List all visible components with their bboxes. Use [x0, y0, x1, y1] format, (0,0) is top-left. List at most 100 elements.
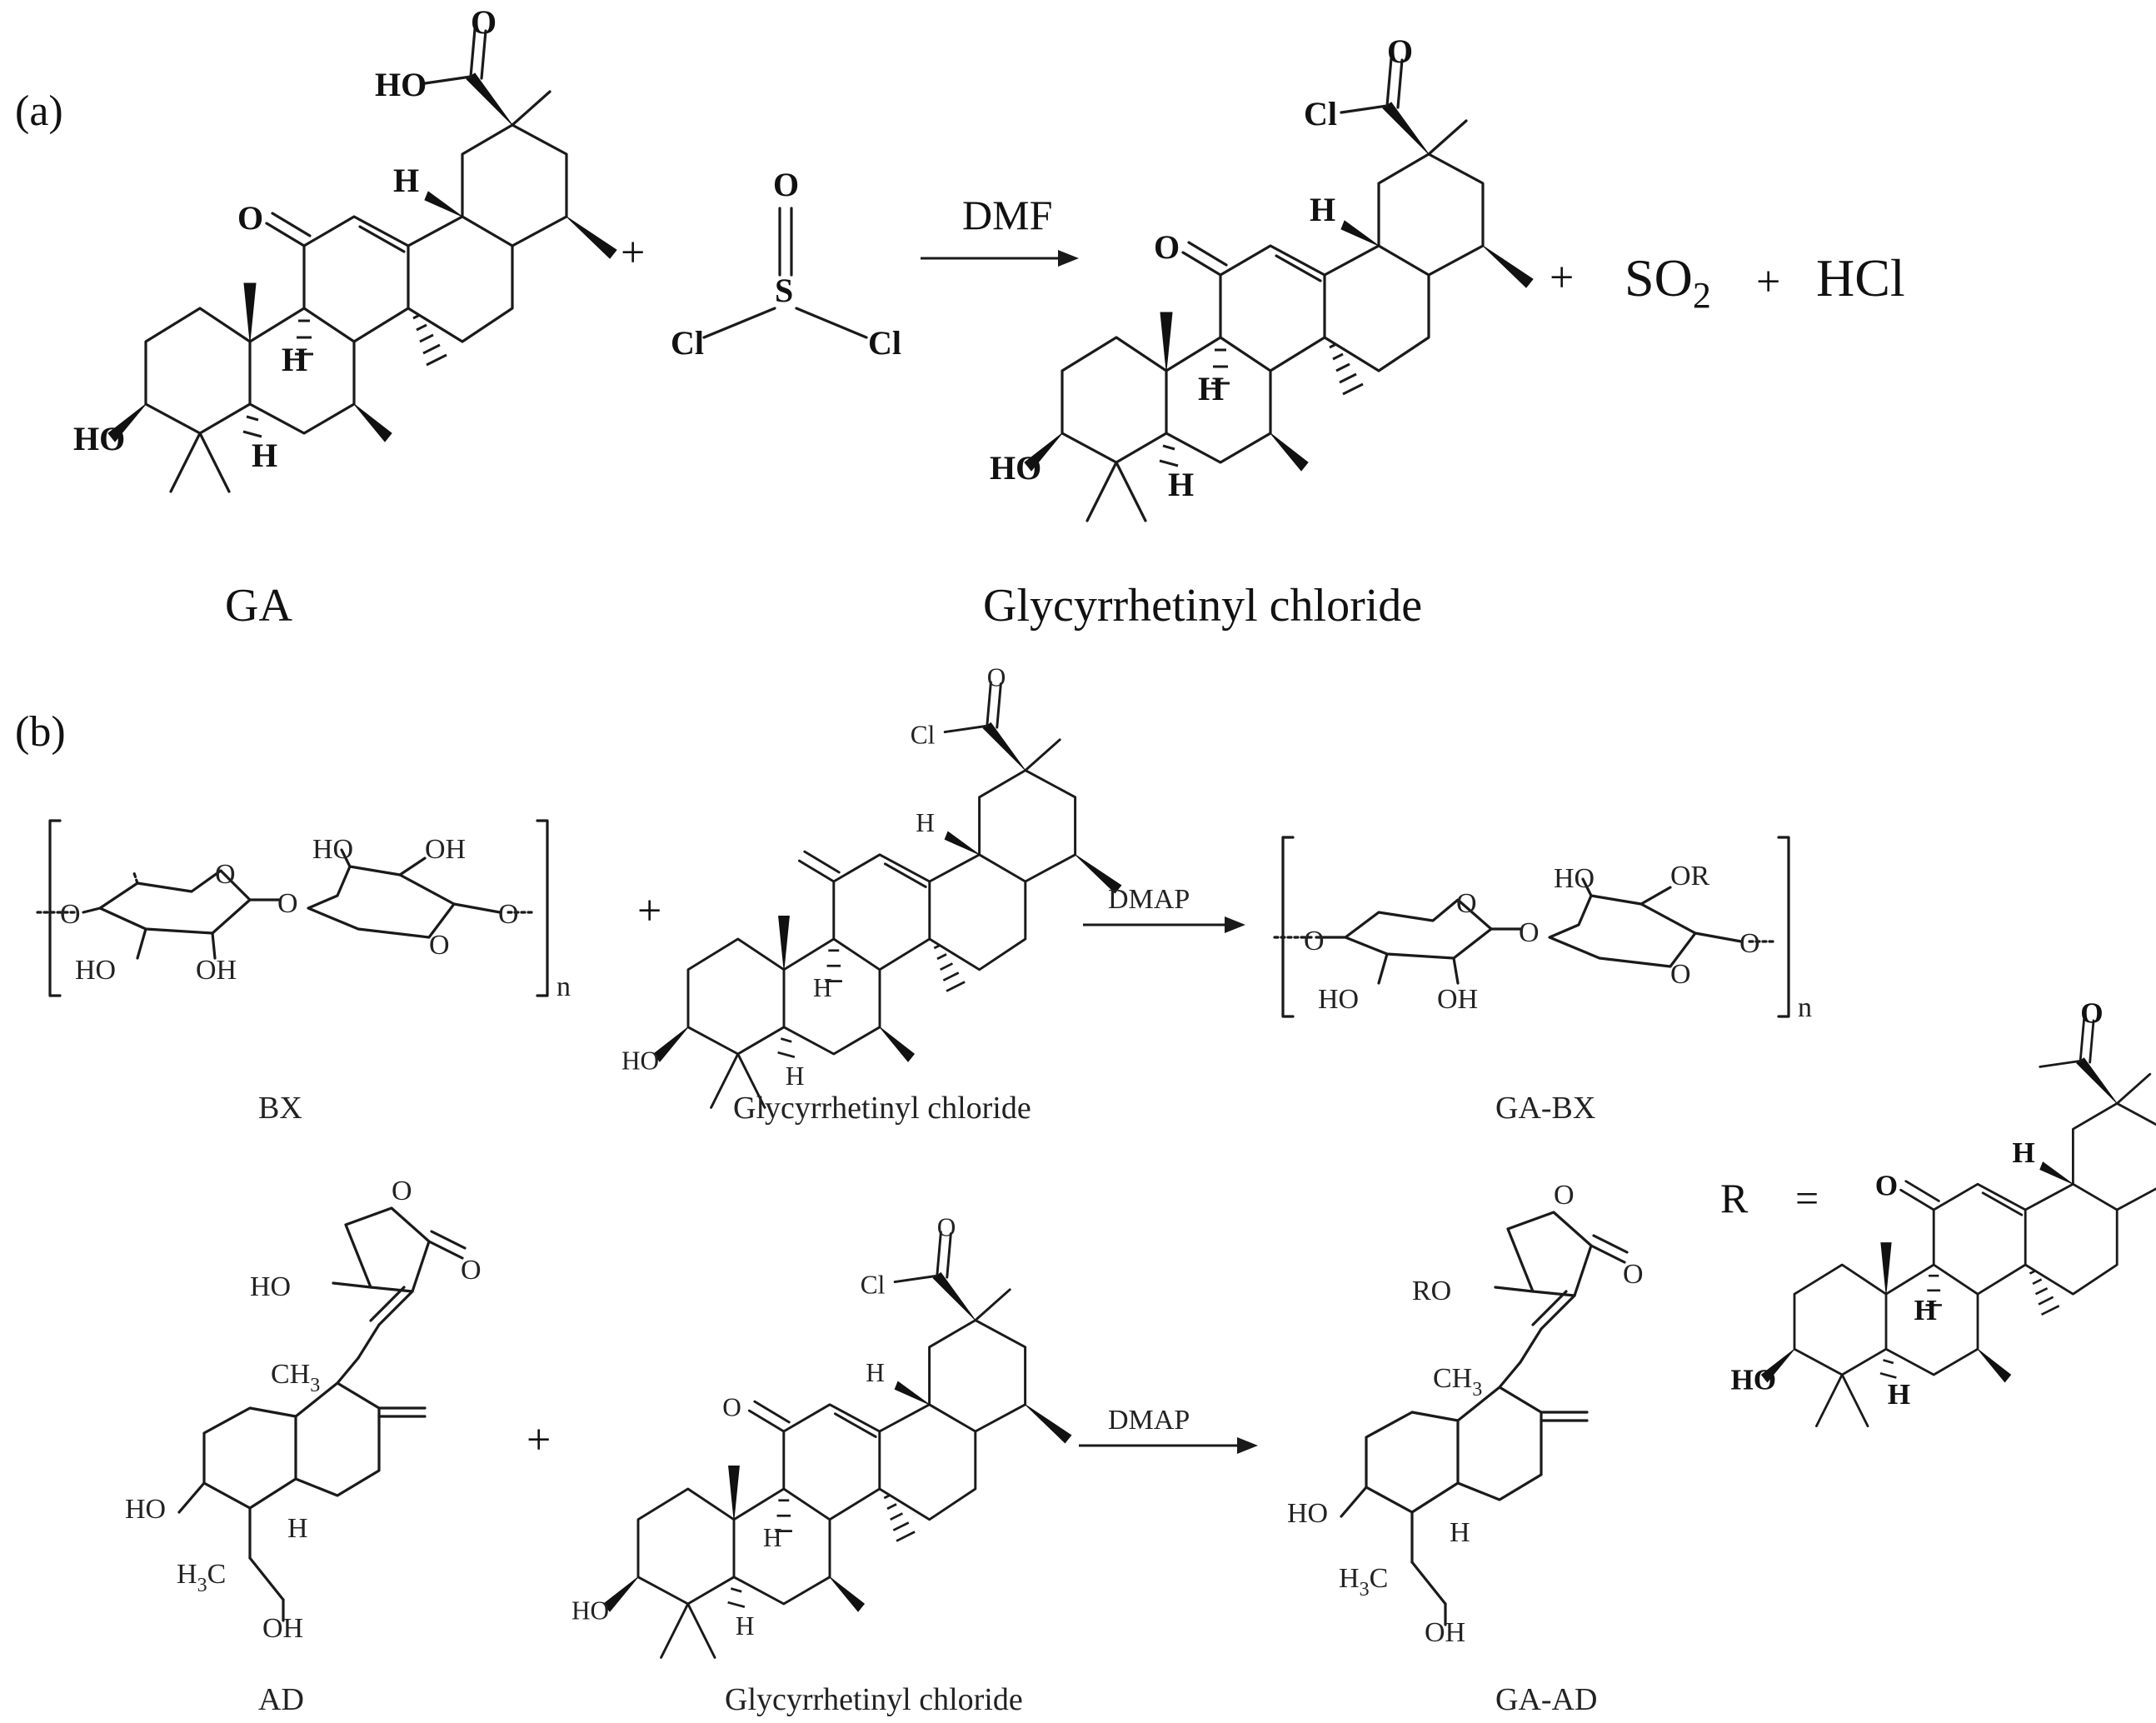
svg-text:O: O: [429, 930, 450, 961]
glycyrrhetinyl-chloride-label-b2: Glycyrrhetinyl chloride: [725, 1682, 1023, 1717]
plus-sign: +: [1550, 254, 1574, 302]
reagent-dmf: DMF: [962, 192, 1052, 238]
svg-text:O: O: [987, 662, 1006, 692]
reagent-dmap-2: DMAP: [1108, 1405, 1190, 1436]
svg-text:HO: HO: [1554, 863, 1595, 894]
svg-text:O: O: [392, 1176, 412, 1206]
svg-text:H: H: [763, 1523, 782, 1552]
svg-text:CH3: CH3: [271, 1359, 320, 1396]
svg-text:CH3: CH3: [1433, 1363, 1482, 1401]
svg-text:HO: HO: [75, 955, 116, 986]
svg-text:H: H: [1168, 466, 1194, 503]
svg-text:n: n: [556, 971, 571, 1002]
plus-sign: +: [527, 1416, 551, 1464]
svg-text:Cl: Cl: [861, 1270, 886, 1299]
svg-text:H: H: [916, 808, 935, 837]
svg-text:H: H: [1914, 1294, 1936, 1326]
svg-text:H: H: [1310, 191, 1335, 228]
svg-text:Cl: Cl: [1304, 95, 1337, 132]
thionyl-chloride-structure: O S Cl Cl: [671, 166, 901, 362]
svg-text:Cl: Cl: [671, 324, 704, 362]
svg-text:RO: RO: [1412, 1276, 1451, 1306]
glycyrrhetinyl-chloride-structure-a: HO H H H O Cl O: [990, 32, 1535, 522]
svg-text:HO: HO: [250, 1271, 291, 1302]
svg-text:O: O: [1456, 888, 1477, 919]
bx-structure: O O O O O HO OH HO OH n: [36, 819, 571, 1002]
svg-text:H3C: H3C: [1339, 1563, 1388, 1601]
svg-text:OH: OH: [1425, 1617, 1465, 1648]
svg-text:O: O: [1670, 959, 1691, 990]
svg-text:H: H: [252, 437, 277, 474]
svg-text:HO: HO: [1287, 1498, 1328, 1529]
svg-text:O: O: [471, 3, 497, 41]
svg-text:S: S: [775, 272, 793, 309]
svg-text:OH: OH: [262, 1613, 303, 1644]
glycyrrhetinyl-chloride-structure-b1: HO H H H Cl O: [621, 662, 1123, 1109]
svg-text:HO: HO: [1730, 1364, 1776, 1396]
hcl-formula: HCl: [1816, 248, 1905, 307]
ga-bx-label: GA-BX: [1495, 1091, 1595, 1126]
ad-structure: O O HO CH3 HO H H3C OH: [125, 1176, 482, 1644]
glycyrrhetinyl-chloride-structure-b2: HO H H H O Cl O: [571, 1212, 1073, 1659]
svg-text:OH: OH: [1437, 984, 1478, 1015]
svg-text:H: H: [813, 973, 832, 1002]
svg-text:HO: HO: [375, 66, 427, 103]
svg-text:H: H: [1198, 370, 1224, 407]
ga-structure: HO H H H O HO O: [73, 3, 618, 493]
glycyrrhetinyl-chloride-label-b1: Glycyrrhetinyl chloride: [733, 1091, 1031, 1126]
reaction-arrow-dmap-1: [1083, 916, 1245, 933]
svg-text:O: O: [461, 1255, 482, 1286]
svg-text:Cl: Cl: [868, 324, 901, 362]
svg-text:O: O: [277, 888, 298, 919]
svg-text:O: O: [215, 859, 236, 890]
svg-text:O: O: [1623, 1259, 1644, 1290]
svg-text:O: O: [1739, 928, 1760, 959]
reaction-arrow-dmap-2: [1079, 1437, 1258, 1454]
svg-text:H: H: [786, 1061, 805, 1091]
svg-text:HO: HO: [1318, 984, 1359, 1015]
svg-text:OH: OH: [196, 955, 237, 986]
svg-text:H: H: [287, 1513, 308, 1544]
glycyrrhetinyl-chloride-label-a: Glycyrrhetinyl chloride: [983, 580, 1422, 632]
plus-sign: +: [637, 887, 661, 935]
plus-sign: +: [1756, 258, 1780, 306]
svg-text:HO: HO: [312, 834, 353, 865]
plus-sign: +: [621, 229, 645, 277]
svg-text:O: O: [60, 899, 81, 930]
r-group-structure: HO H H H O O: [1730, 997, 2156, 1428]
svg-text:O: O: [1875, 1169, 1898, 1201]
svg-text:HO: HO: [621, 1046, 659, 1075]
panel-label-b: (b): [15, 708, 66, 756]
svg-text:H: H: [1888, 1378, 1910, 1411]
reaction-arrow-dmf: [921, 250, 1079, 267]
svg-text:H: H: [2012, 1136, 2034, 1169]
svg-text:H: H: [1450, 1517, 1470, 1548]
svg-text:HO: HO: [990, 449, 1041, 487]
ga-label: GA: [225, 580, 292, 632]
r-group-equals: =: [1795, 1175, 1819, 1221]
svg-text:H: H: [282, 341, 307, 378]
svg-text:HO: HO: [73, 420, 125, 457]
svg-text:H3C: H3C: [177, 1559, 226, 1596]
ga-ad-label: GA-AD: [1495, 1682, 1597, 1717]
ga-bx-structure: O O O O O HO OH HO OR n: [1273, 836, 1812, 1023]
svg-text:H: H: [736, 1611, 755, 1641]
svg-text:H: H: [393, 162, 419, 199]
svg-text:n: n: [1798, 992, 1812, 1023]
svg-text:OR: OR: [1670, 861, 1710, 891]
svg-text:Cl: Cl: [911, 720, 936, 749]
svg-text:OH: OH: [425, 834, 466, 865]
svg-text:O: O: [1554, 1180, 1575, 1211]
reagent-dmap-1: DMAP: [1108, 884, 1190, 915]
ad-label: AD: [258, 1682, 304, 1717]
panel-label-a: (a): [15, 87, 63, 135]
svg-text:O: O: [1154, 228, 1180, 266]
svg-text:O: O: [722, 1393, 741, 1422]
svg-text:O: O: [773, 166, 799, 203]
svg-text:O: O: [1304, 926, 1325, 956]
svg-text:O: O: [937, 1212, 956, 1241]
r-group-label: R: [1720, 1175, 1749, 1221]
ga-ad-structure: O O RO CH3 HO H H3C OH: [1287, 1180, 1644, 1648]
svg-text:HO: HO: [571, 1596, 609, 1625]
